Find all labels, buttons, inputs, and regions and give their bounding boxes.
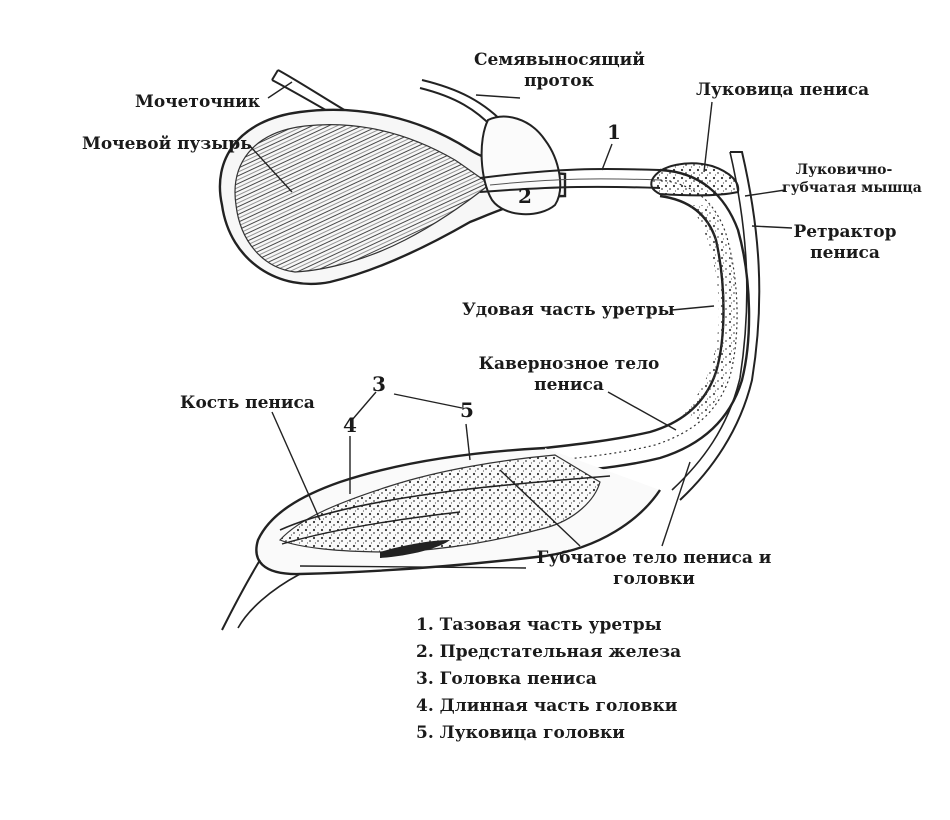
- leader-cavernous: [608, 392, 676, 430]
- leader-bulb: [704, 102, 712, 172]
- label-vas-deferens-line1: Семявыносящий: [474, 50, 644, 71]
- marker-4: 4: [343, 413, 357, 438]
- label-ureter: Мочеточник: [135, 92, 260, 113]
- label-cavernous-body: Кавернозное тело пениса: [474, 354, 664, 397]
- label-spongy-body: Губчатое тело пениса и головки: [536, 548, 772, 591]
- legend-item: 2. Предстательная железа: [416, 639, 681, 666]
- label-vas-deferens: Семявыносящий проток: [474, 50, 644, 93]
- leader-retractor: [752, 226, 792, 228]
- label-bulbospongiosus: Луковично- губчатая мышца: [782, 162, 906, 197]
- label-retractor-line2: пениса: [790, 243, 900, 264]
- label-penile-bulb: Луковица пениса: [696, 80, 869, 101]
- label-spongy-line1: Губчатое тело пениса и: [536, 548, 772, 569]
- label-bulbospongiosus-line2: губчатая мышца: [782, 180, 906, 198]
- legend-item: 4. Длинная часть головки: [416, 693, 681, 720]
- label-retractor-line1: Ретрактор: [790, 222, 900, 243]
- label-retractor: Ретрактор пениса: [790, 222, 900, 265]
- marker-2: 2: [518, 184, 532, 209]
- penis-shaft-drawing: [545, 170, 749, 474]
- marker-1: 1: [607, 120, 621, 145]
- label-vas-deferens-line2: проток: [474, 71, 644, 92]
- legend-item: 3. Головка пениса: [416, 666, 681, 693]
- legend-list: 1. Тазовая часть уретры 2. Предстательна…: [416, 612, 681, 747]
- label-os-penis: Кость пениса: [180, 393, 315, 414]
- leader-1: [602, 144, 612, 170]
- label-spongy-line2: головки: [536, 569, 772, 590]
- label-bladder: Мочевой пузырь: [82, 134, 252, 155]
- marker-5: 5: [460, 398, 474, 423]
- leader-spongy-b: [662, 462, 690, 546]
- label-cavernous-line1: Кавернозное тело: [474, 354, 664, 375]
- legend-item: 1. Тазовая часть уретры: [416, 612, 681, 639]
- glans-drawing: [222, 448, 660, 630]
- label-bulbospongiosus-line1: Луковично-: [782, 162, 906, 180]
- leader-ischial: [672, 306, 714, 310]
- marker-3: 3: [372, 372, 386, 397]
- leader-vas: [476, 95, 520, 98]
- label-ischial-urethra: Удовая часть уретры: [462, 300, 675, 321]
- legend-item: 5. Луковица головки: [416, 720, 681, 747]
- leader-3b: [394, 394, 462, 408]
- label-cavernous-line2: пениса: [474, 375, 664, 396]
